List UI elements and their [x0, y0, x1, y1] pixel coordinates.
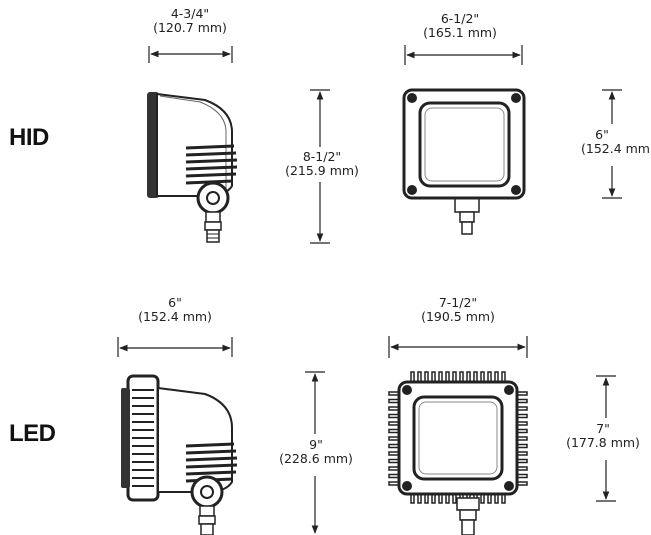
led-side-height-label: 9"(228.6 mm)	[279, 437, 353, 466]
hid-side-width-dimension	[148, 46, 233, 63]
led-front-view	[388, 371, 528, 535]
hid-side-width-label: 4-3/4"(120.7 mm)	[153, 6, 227, 35]
led-front-height-dimension	[596, 375, 616, 502]
row-label-led: LED	[9, 420, 56, 447]
hid-side-height-dimension	[310, 89, 330, 244]
led-front-height-label: 7"(177.8 mm)	[566, 421, 640, 450]
led-front-width-dimension	[388, 336, 528, 358]
hid-front-width-dimension	[404, 45, 523, 65]
led-side-width-label: 6"(152.4 mm)	[138, 295, 212, 324]
led-side-width-dimension	[117, 337, 233, 357]
hid-side-height-label: 8-1/2"(215.9 mm)	[285, 149, 359, 178]
led-side-view	[121, 374, 238, 535]
led-side-height-dimension	[305, 371, 325, 534]
hid-side-view	[147, 92, 238, 243]
led-front-width-label: 7-1/2"(190.5 mm)	[421, 295, 495, 324]
hid-front-height-label: 6"(152.4 mm	[581, 127, 650, 156]
row-label-hid: HID	[9, 124, 49, 151]
hid-front-height-dimension	[602, 89, 622, 199]
hid-front-view	[402, 88, 526, 235]
hid-front-width-label: 6-1/2"(165.1 mm)	[423, 11, 497, 40]
